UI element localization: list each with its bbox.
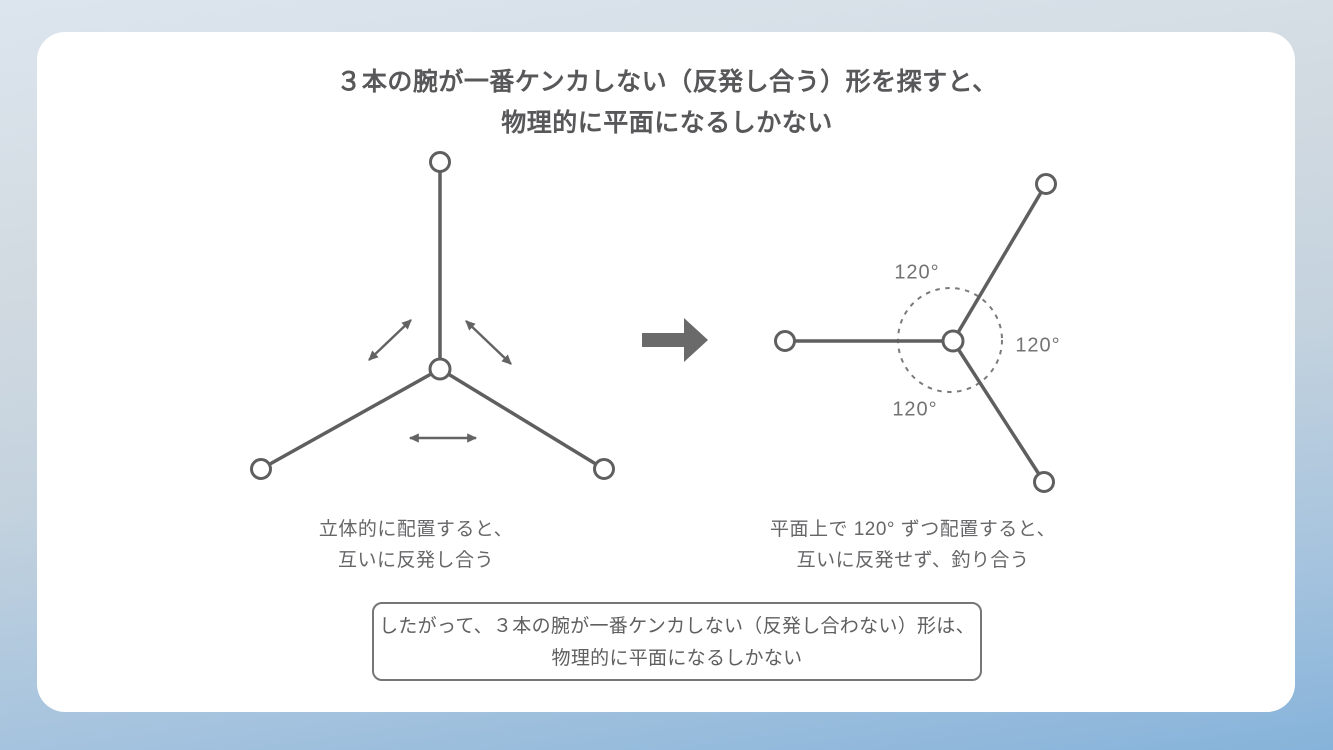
left-tripod-diagram — [250, 151, 615, 480]
angle-label-right: 120° — [1015, 334, 1061, 357]
slide-card — [37, 32, 1295, 712]
angle-label-top: 120° — [894, 261, 940, 284]
right-arrow-icon — [642, 318, 708, 362]
left-caption-line1: 立体的に配置すると、 — [318, 519, 514, 540]
right-arm-top-right — [951, 183, 1048, 342]
left-node-center — [428, 357, 452, 381]
conclusion-line2: 物理的に平面になるしかない — [551, 647, 803, 669]
left-arm-bottom-left — [260, 367, 441, 471]
right-diagram-caption: 平面上で 120° ずつ配置すると、 互いに反発せず、釣り合う — [693, 514, 1133, 576]
slide-title-line2: 物理的に平面になるしかない — [501, 109, 833, 137]
right-node-left — [774, 330, 796, 352]
right-node-bottom-right — [1033, 471, 1055, 493]
right-arm-bottom-right — [951, 340, 1046, 483]
right-planar-diagram — [774, 173, 1057, 493]
left-node-bottom-right — [593, 458, 615, 480]
left-node-bottom-left — [250, 458, 272, 480]
right-caption-line2: 互いに反発せず、釣り合う — [796, 550, 1030, 571]
right-node-top-right — [1035, 173, 1057, 195]
conclusion-box: したがって、３本の腕が一番ケンカしない（反発し合わない）形は、 物理的に平面にな… — [372, 602, 982, 681]
right-node-center — [941, 329, 965, 353]
left-node-top — [429, 151, 451, 173]
angle-label-bottom: 120° — [892, 398, 938, 421]
right-caption-line1: 平面上で 120° ずつ配置すると、 — [769, 519, 1057, 540]
left-caption-line2: 互いに反発し合う — [337, 550, 494, 571]
slide-title: ３本の腕が一番ケンカしない（反発し合う）形を探すと、 物理的に平面になるしかない — [97, 62, 1237, 144]
conclusion-line1: したがって、３本の腕が一番ケンカしない（反発し合わない）形は、 — [379, 616, 975, 637]
left-diagram-caption: 立体的に配置すると、 互いに反発し合う — [196, 514, 636, 576]
slide-title-line1: ３本の腕が一番ケンカしない（反発し合う）形を探すと、 — [336, 68, 998, 96]
left-arm-bottom-right — [439, 367, 605, 471]
repulsion-arrow-left-icon — [368, 319, 412, 361]
repulsion-arrow-right-icon — [465, 320, 512, 365]
